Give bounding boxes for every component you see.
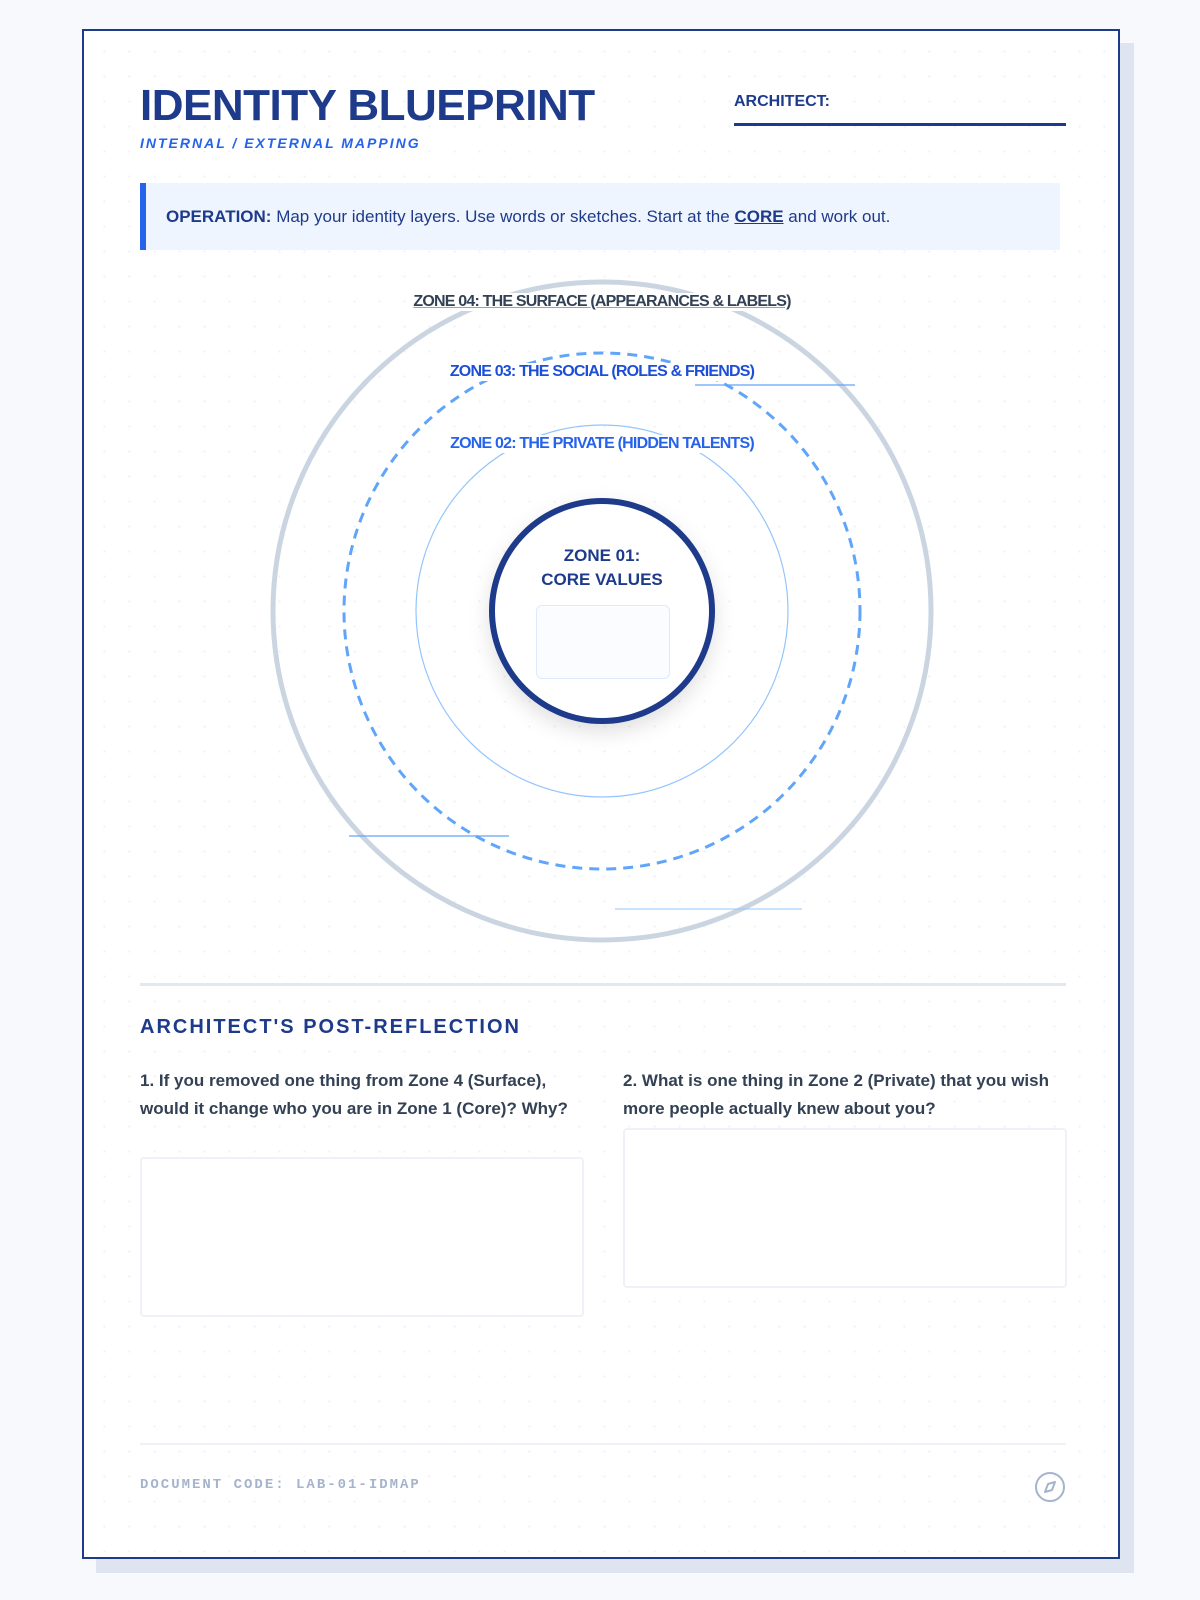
operation-text-2: and work out. — [783, 207, 891, 226]
architect-label: ARCHITECT: — [734, 93, 830, 110]
compass-icon — [1035, 1472, 1065, 1502]
architect-name-field[interactable]: ARCHITECT: — [734, 93, 1066, 126]
page-subtitle: INTERNAL / EXTERNAL MAPPING — [140, 135, 421, 151]
footer-divider — [140, 1443, 1066, 1445]
zone-rings — [270, 279, 934, 943]
question-2: 2. What is one thing in Zone 2 (Private)… — [623, 1071, 1049, 1118]
zone02-label: ZONE 02: THE PRIVATE (HIDDEN TALENTS) — [446, 435, 758, 453]
worksheet: IDENTITY BLUEPRINT INTERNAL / EXTERNAL M… — [82, 29, 1120, 1559]
section-divider — [140, 983, 1066, 986]
zone01-line1: ZONE 01: — [563, 546, 641, 565]
answer-2-box[interactable] — [623, 1128, 1067, 1288]
reflection-heading: ARCHITECT'S POST-REFLECTION — [140, 1016, 521, 1038]
zone04-ring — [270, 279, 934, 943]
zone03-label: ZONE 03: THE SOCIAL (ROLES & FRIENDS) — [445, 363, 759, 381]
zone04-label: ZONE 04: THE SURFACE (APPEARANCES & LABE… — [409, 293, 795, 311]
document-code: DOCUMENT CODE: LAB-01-IDMAP — [140, 1477, 421, 1493]
operation-label: OPERATION: — [166, 207, 272, 226]
question-1: 1. If you removed one thing from Zone 4 … — [140, 1071, 568, 1118]
zone01-line2: CORE VALUES — [541, 570, 663, 589]
operation-core-word: CORE — [734, 207, 784, 226]
answer-1-box[interactable] — [140, 1157, 584, 1317]
core-values-input[interactable] — [536, 605, 670, 679]
zone03-ring — [342, 351, 862, 871]
identity-diagram: ZONE 04: THE SURFACE (APPEARANCES & LABE… — [84, 31, 1118, 1011]
page-title: IDENTITY BLUEPRINT — [140, 81, 595, 130]
zone01-label: ZONE 01: CORE VALUES — [541, 544, 663, 592]
operation-text-1: Map your identity layers. Use words or s… — [271, 207, 735, 226]
operation-instructions: OPERATION: Map your identity layers. Use… — [140, 183, 1060, 250]
zone02-ring — [415, 424, 789, 798]
